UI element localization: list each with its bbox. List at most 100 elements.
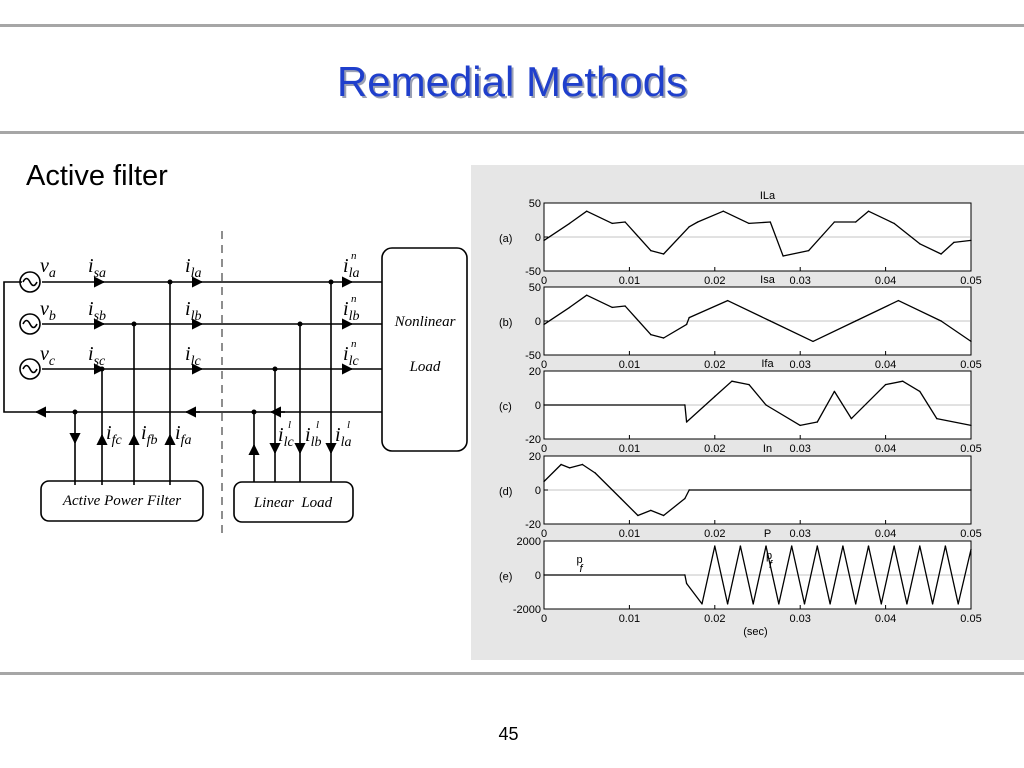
data-point-2-12 xyxy=(901,380,904,382)
x-tick-label-3-4: 0.04 xyxy=(875,528,896,540)
y-tick-label-1-2: -50 xyxy=(525,350,541,362)
data-point-4-4 xyxy=(714,545,716,547)
series-line-0 xyxy=(543,210,972,257)
source-a-icon xyxy=(19,271,41,293)
x-tick-label-1-1: 0.01 xyxy=(619,359,640,371)
data-point-1-7 xyxy=(685,323,688,326)
label-ilb-n: ilb xyxy=(343,298,359,324)
x-tick-label-0-4: 0.04 xyxy=(875,275,896,287)
data-point-0-10 xyxy=(748,222,750,225)
data-point-0-6 xyxy=(662,253,665,255)
data-point-0-18 xyxy=(919,243,921,245)
svg-text:l: l xyxy=(288,419,291,431)
data-point-4-3 xyxy=(701,603,703,605)
x-axis-label-4: (sec) xyxy=(743,626,767,638)
x-tick-label-3-0: 0 xyxy=(541,528,547,540)
data-point-4-0 xyxy=(543,574,545,576)
x-tick-label-4-1: 0.01 xyxy=(619,613,640,625)
series-line-1 xyxy=(543,294,972,343)
nonlinear-load-label-1: Nonlinear xyxy=(394,314,456,330)
data-point-0-12 xyxy=(782,255,784,257)
y-tick-label-3-1: 0 xyxy=(535,485,541,497)
data-point-2-5 xyxy=(748,383,750,386)
plot-title-4: P xyxy=(764,528,771,540)
data-point-0-16 xyxy=(867,210,870,212)
data-point-3-10 xyxy=(688,489,690,491)
plot-title-3: In xyxy=(763,443,772,455)
data-point-2-0 xyxy=(543,404,545,406)
data-point-4-19 xyxy=(906,603,908,605)
data-point-4-21 xyxy=(931,603,934,605)
plot-title-1: Isa xyxy=(760,274,776,286)
label-ifa: ifa xyxy=(175,422,191,448)
data-point-0-8 xyxy=(697,221,699,223)
data-point-1-4 xyxy=(624,305,626,307)
slide-title: Remedial Methods xyxy=(336,58,688,105)
data-point-2-10 xyxy=(850,417,853,420)
label-va: va xyxy=(40,255,56,281)
plot-title-0: ILa xyxy=(760,190,776,202)
y-tick-label-3-2: -20 xyxy=(525,519,541,531)
source-b-icon xyxy=(19,313,41,335)
data-point-1-5 xyxy=(650,333,652,336)
series-label-4-1: p xyxy=(766,550,772,562)
data-point-1-11 xyxy=(812,340,814,343)
data-point-2-3 xyxy=(714,395,716,398)
data-point-2-4 xyxy=(731,380,733,382)
data-point-2-2 xyxy=(685,421,688,423)
x-tick-label-2-3: 0.03 xyxy=(789,443,810,455)
x-tick-label-0-5: 0.05 xyxy=(960,275,981,287)
data-point-0-7 xyxy=(688,226,690,228)
x-tick-label-0-2: 0.02 xyxy=(704,275,725,287)
data-point-3-11 xyxy=(970,489,972,491)
data-point-0-4 xyxy=(624,221,626,223)
data-point-1-13 xyxy=(897,299,900,302)
data-point-2-7 xyxy=(799,424,801,427)
data-point-4-7 xyxy=(752,603,754,605)
data-point-4-16 xyxy=(867,545,870,547)
label-isb: isb xyxy=(88,298,106,324)
panel-label-4: (e) xyxy=(499,571,512,583)
svg-text:n: n xyxy=(351,293,357,305)
data-point-2-14 xyxy=(936,417,938,420)
x-tick-label-1-2: 0.02 xyxy=(704,359,725,371)
data-point-4-5 xyxy=(726,603,729,605)
label-ilc: ilc xyxy=(185,343,201,369)
data-point-0-15 xyxy=(855,221,857,223)
data-point-0-14 xyxy=(833,221,836,223)
panel-label-3: (d) xyxy=(499,486,512,498)
y-tick-label-2-2: -20 xyxy=(525,434,541,446)
data-point-1-8 xyxy=(688,316,690,319)
data-point-1-15 xyxy=(970,340,972,343)
x-tick-label-2-2: 0.02 xyxy=(704,443,725,455)
series-line-3 xyxy=(543,463,971,517)
x-tick-label-3-1: 0.01 xyxy=(619,528,640,540)
label-ilc-l: ilc xyxy=(278,424,294,450)
bottom-rule xyxy=(0,672,1024,675)
label-ila-n: ila xyxy=(343,255,359,281)
x-tick-label-2-5: 0.05 xyxy=(960,443,981,455)
data-point-3-7 xyxy=(650,509,652,512)
data-point-2-9 xyxy=(833,390,836,393)
data-point-4-15 xyxy=(855,603,857,605)
data-point-0-5 xyxy=(650,249,652,252)
label-ifc: ifc xyxy=(106,422,122,448)
data-point-3-5 xyxy=(620,497,622,500)
data-point-2-11 xyxy=(884,383,887,386)
data-point-4-13 xyxy=(829,603,831,605)
data-point-4-24 xyxy=(970,548,972,551)
data-point-4-11 xyxy=(803,603,806,605)
data-point-0-17 xyxy=(893,222,895,225)
data-point-2-8 xyxy=(816,421,818,423)
data-point-3-4 xyxy=(594,472,596,474)
data-point-2-1 xyxy=(684,404,686,406)
series-label-sub-4-0: f xyxy=(579,563,583,575)
x-tick-label-2-0: 0 xyxy=(541,443,547,455)
svg-text:l: l xyxy=(316,419,319,431)
data-point-3-1 xyxy=(560,463,562,466)
slide-subtitle: Active filter xyxy=(26,160,168,192)
nonlinear-load-box xyxy=(381,247,468,452)
data-point-3-8 xyxy=(662,514,665,517)
label-isa: isa xyxy=(88,255,106,281)
x-tick-label-1-3: 0.03 xyxy=(789,359,810,371)
